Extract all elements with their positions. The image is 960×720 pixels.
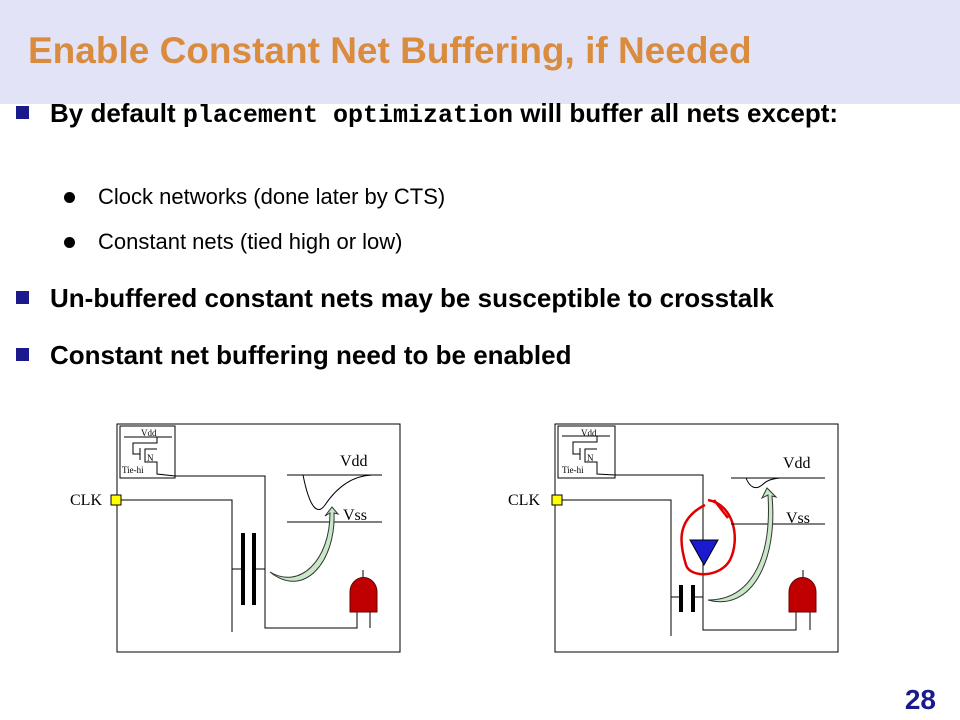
bullet-2: Un-buffered constant nets may be suscept… — [50, 283, 774, 313]
clk-pin — [110, 494, 122, 506]
sub-bullet-icon — [64, 192, 75, 203]
gate-icon — [349, 577, 378, 613]
sub-bullet-icon — [64, 237, 75, 248]
vdd-label: Vdd — [783, 455, 811, 472]
clk-pin — [551, 494, 563, 506]
bullet-1: By default placement optimization will b… — [50, 94, 950, 135]
page-number: 28 — [904, 684, 936, 715]
buffer-icon — [689, 539, 719, 567]
vss-label: Vss — [343, 507, 367, 524]
diagram-frame — [116, 423, 401, 653]
bullet-icon — [16, 291, 29, 304]
coupling-arrow — [269, 506, 340, 582]
vdd-label: Vdd — [340, 453, 368, 470]
tie-hi-label: Tie-hi — [562, 465, 584, 475]
tie-vdd-label: Vdd — [581, 428, 597, 438]
tie-n-label: N — [587, 453, 594, 463]
bullet-icon — [16, 106, 29, 119]
bullet-icon — [16, 348, 29, 361]
tie-hi-cell — [557, 425, 616, 479]
diagram-buffered — [551, 423, 839, 653]
coupling-arrow — [707, 487, 778, 603]
diagram-frame — [554, 423, 839, 653]
bullet-3: Constant net buffering need to be enable… — [50, 340, 572, 370]
slide-title: Enable Constant Net Buffering, if Needed — [28, 30, 752, 71]
sub-bullet-2: Constant nets (tied high or low) — [98, 229, 403, 254]
tie-vdd-label: Vdd — [141, 428, 157, 438]
sub-bullet-1: Clock networks (done later by CTS) — [98, 184, 446, 209]
clk-label: CLK — [508, 492, 540, 509]
tie-n-label: N — [147, 453, 154, 463]
tie-hi-cell — [119, 425, 176, 479]
diagram-unbuffered — [110, 423, 401, 653]
clk-label: CLK — [70, 492, 102, 509]
code-text: placement optimization — [182, 101, 513, 130]
vss-label: Vss — [786, 510, 810, 527]
highlight-circle — [680, 498, 737, 576]
bullet-1-pre: By default — [50, 98, 183, 128]
gate-icon — [788, 577, 817, 613]
title-band — [0, 0, 960, 104]
bullet-1-post: will buffer all nets except: — [512, 98, 839, 128]
tie-hi-label: Tie-hi — [122, 465, 144, 475]
